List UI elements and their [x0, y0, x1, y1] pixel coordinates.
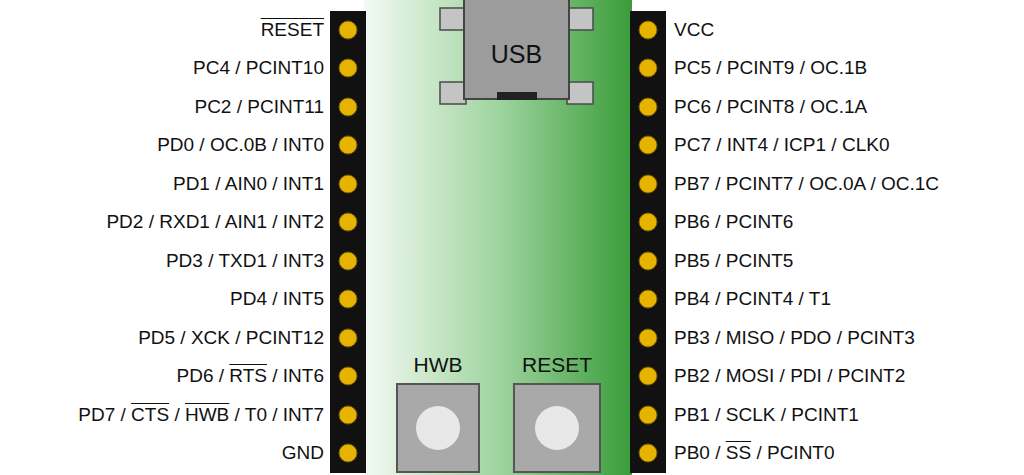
pin-pad	[639, 290, 657, 308]
connector-label: USB	[465, 40, 568, 68]
pin-pad	[639, 59, 657, 77]
pin-pad	[339, 406, 357, 424]
pin-label: PB0 / SS / PCINT0	[674, 441, 835, 465]
pin-label: PB5 / PCINT5	[674, 249, 793, 273]
pin-label: PD0 / OC.0B / INT0	[157, 133, 324, 157]
pin-label: PD2 / RXD1 / AIN1 / INT2	[106, 210, 324, 234]
pin-pad	[639, 175, 657, 193]
pin-label: PB7 / PCINT7 / OC.0A / OC.1C	[674, 172, 939, 196]
pin-label: GND	[282, 441, 324, 465]
pin-pad	[639, 21, 657, 39]
pin-label: PC7 / INT4 / ICP1 / CLK0	[674, 133, 889, 157]
left-header	[330, 11, 366, 473]
pin-pad	[339, 136, 357, 154]
pin-label: PC4 / PCINT10	[193, 56, 324, 80]
push-button: HWB	[394, 350, 482, 474]
pin-pad	[639, 98, 657, 116]
pin-label: PD1 / AIN0 / INT1	[173, 172, 324, 196]
pin-pad	[339, 329, 357, 347]
pin-label: PD3 / TXD1 / INT3	[166, 249, 324, 273]
pin-pad	[339, 290, 357, 308]
pin-pad	[639, 136, 657, 154]
pin-label: PB3 / MISO / PDO / PCINT3	[674, 326, 915, 350]
button-label: HWB	[384, 352, 492, 378]
button-label: RESET	[501, 352, 613, 378]
pin-pad	[639, 213, 657, 231]
pin-label: PC6 / PCINT8 / OC.1A	[674, 95, 867, 119]
pin-pad	[639, 329, 657, 347]
pin-label: PB2 / MOSI / PDI / PCINT2	[674, 364, 905, 388]
pin-pad	[339, 367, 357, 385]
button-body	[396, 383, 480, 473]
pin-label: PC2 / PCINT11	[194, 95, 324, 119]
button-cap	[416, 406, 460, 450]
pin-label: PD4 / INT5	[230, 287, 324, 311]
pin-pad	[339, 98, 357, 116]
pin-pad	[339, 213, 357, 231]
pin-pad	[639, 406, 657, 424]
usb-tab	[567, 8, 593, 30]
pin-pad	[339, 444, 357, 462]
pin-label: PD6 / RTS / INT6	[176, 364, 324, 388]
pin-pad	[639, 444, 657, 462]
pin-label: PB1 / SCLK / PCINT1	[674, 403, 859, 427]
pin-pad	[339, 175, 357, 193]
pin-pad	[339, 21, 357, 39]
pin-label: PC5 / PCINT9 / OC.1B	[674, 56, 867, 80]
usb-connector: USB	[463, 0, 570, 100]
pin-pad	[639, 252, 657, 270]
usb-tab	[567, 82, 593, 104]
pcb-board	[364, 0, 632, 475]
pin-pad	[339, 59, 357, 77]
pin-label: PD5 / XCK / PCINT12	[138, 326, 324, 350]
usb-slot	[497, 92, 537, 100]
button-body	[513, 383, 601, 473]
pin-label: PD7 / CTS / HWB / T0 / INT7	[78, 403, 324, 427]
push-button: RESET	[511, 350, 603, 474]
pin-pad	[639, 367, 657, 385]
right-header	[630, 11, 666, 473]
pin-pad	[339, 252, 357, 270]
pin-label: RESET	[261, 18, 324, 42]
pin-label: PB4 / PCINT4 / T1	[674, 287, 831, 311]
pin-label: PB6 / PCINT6	[674, 210, 793, 234]
button-cap	[535, 406, 579, 450]
pin-label: VCC	[674, 18, 714, 42]
